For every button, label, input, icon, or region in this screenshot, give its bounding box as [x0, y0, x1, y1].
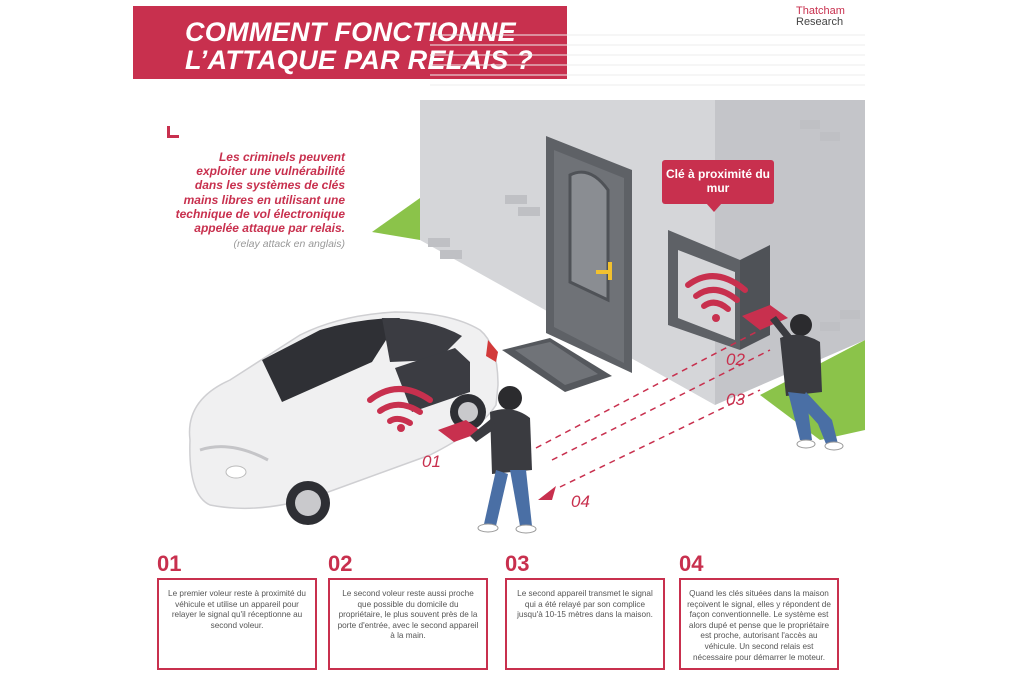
thief-2	[770, 314, 844, 451]
marker-04: 04	[571, 492, 590, 511]
brand-line-2: Research	[796, 16, 844, 28]
step-description: Quand les clés situées dans la maison re…	[679, 578, 839, 670]
step-number: 01	[157, 551, 182, 576]
door-window	[568, 170, 610, 303]
grass-left	[372, 198, 420, 240]
corner-mark	[167, 126, 179, 138]
relay-device-2	[742, 305, 788, 330]
step-number: 03	[505, 551, 530, 576]
step-description: Le second voleur reste aussi proche que …	[328, 578, 488, 670]
intro-text-block: Les criminels peuvent exploiter une vuln…	[170, 150, 345, 251]
arrow-04-icon	[538, 486, 556, 500]
step-03: 03 Le second appareil transmet le signal…	[505, 553, 665, 670]
marker-03: 03	[726, 390, 745, 409]
relay-dashed-lines	[535, 329, 771, 488]
step-number: 02	[328, 551, 353, 576]
intro-note: (relay attack en anglais)	[233, 238, 345, 251]
thief-1	[470, 386, 537, 534]
callout-tail	[706, 203, 722, 212]
step-number: 04	[679, 551, 704, 576]
brand-line-1: Thatcham	[796, 5, 845, 17]
background-hatch	[430, 34, 865, 86]
key-callout: Clé à proximité du mur	[662, 160, 774, 204]
step-02: 02 Le second voleur reste aussi proche q…	[328, 553, 488, 670]
car	[188, 311, 499, 525]
step-04: 04 Quand les clés situées dans la maison…	[679, 553, 839, 670]
wall-bricks	[428, 120, 860, 331]
marker-01: 01	[422, 452, 441, 471]
wifi-signal-house-icon	[685, 273, 748, 312]
relay-device-1	[438, 420, 482, 442]
title-line-1: COMMENT FONCTIONNE	[185, 17, 516, 47]
title-line-2: L’ATTAQUE PAR RELAIS ?	[185, 45, 534, 75]
step-description: Le second appareil transmet le signal qu…	[505, 578, 665, 670]
brand-logo: Thatcham Research	[796, 6, 845, 28]
step-01: 01 Le premier voleur reste à proximité d…	[157, 553, 317, 670]
step-description: Le premier voleur reste à proximité du v…	[157, 578, 317, 670]
wifi-signal-car-icon	[367, 386, 433, 426]
relay-attack-illustration	[188, 34, 865, 534]
intro-text: Les criminels peuvent exploiter une vuln…	[175, 150, 345, 236]
title-banner: COMMENT FONCTIONNE L’ATTAQUE PAR RELAIS …	[133, 6, 567, 79]
door-handle	[596, 270, 610, 274]
marker-02: 02	[726, 350, 745, 369]
